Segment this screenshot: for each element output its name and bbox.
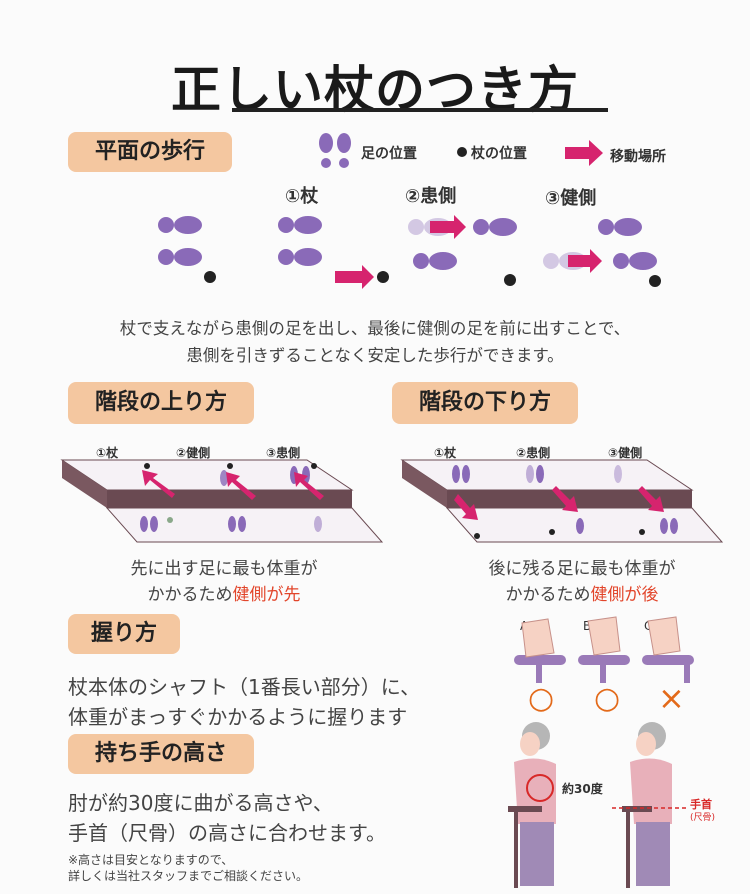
flat-step-2-label: ②患側	[405, 186, 457, 207]
grip-text-line1: 杖本体のシャフト（1番長い部分）に、	[68, 675, 421, 699]
height-text-line1: 肘が約30度に曲がる高さや、	[68, 791, 333, 815]
note-line2: 詳しくは当社スタッフまでご相談ください。	[68, 869, 309, 884]
flat-walk-heading: 平面の歩行	[68, 132, 232, 172]
down-step-2: ②患側	[516, 446, 551, 460]
stairs-up-diagram	[60, 459, 384, 543]
note-line1: ※高さは目安となりますので、	[68, 853, 234, 867]
flat-walk-text: 杖で支えながら患側の足を出し、最後に健側の足を前に出すことで、 患側を引きずるこ…	[0, 315, 750, 369]
legend-foot-icon	[319, 133, 351, 168]
stairs-down-text-line1: 後に残る足に最も体重が	[488, 559, 676, 579]
legend-arrow-icon	[565, 140, 603, 166]
height-figures-illustration	[508, 722, 688, 888]
title-underline	[232, 108, 608, 112]
flat-walk-text-line1: 杖で支えながら患側の足を出し、最後に健側の足を前に出すことで、	[119, 319, 631, 338]
stairs-down-text: 後に残る足に最も体重が かかるため健側が後	[452, 556, 712, 608]
grip-mark-c: ×	[658, 679, 685, 717]
legend-move-label: 移動場所	[610, 149, 666, 165]
down-step-1: ①杖	[434, 446, 457, 460]
wrist-sub-label: (尺骨)	[690, 813, 716, 823]
grip-text-line2: 体重がまっすぐかかるように握ります	[68, 705, 408, 729]
grip-label-b: B	[583, 619, 592, 633]
stairs-up-text-line1: 先に出す足に最も体重が	[130, 559, 318, 579]
stairs-down-diagram	[400, 459, 724, 543]
grip-mark-a: ○	[528, 681, 555, 716]
grip-mark-b: ○	[594, 681, 621, 716]
up-step-2: ②健側	[176, 446, 211, 460]
stairs-down-text-line2: かかるため健側が後	[452, 582, 712, 608]
stairs-up-text-emphasis: 健側が先	[232, 585, 301, 605]
legend-cane-label: 杖の位置	[471, 146, 527, 162]
grip-heading: 握り方	[68, 614, 180, 654]
height-text: 肘が約30度に曲がる高さや、 手首（尺骨）の高さに合わせます。	[68, 788, 386, 848]
grip-label-c: C	[644, 619, 653, 633]
flat-walk-text-line2: 患側を引きずることなく安定した歩行ができます。	[186, 346, 564, 365]
stairs-up-heading: 階段の上り方	[68, 382, 254, 424]
grip-text: 杖本体のシャフト（1番長い部分）に、 体重がまっすぐかかるように握ります	[68, 672, 420, 732]
up-step-3: ③患側	[266, 446, 301, 460]
stairs-up-text-line2: かかるため健側が先	[94, 582, 354, 608]
stairs-down-text-emphasis: 健側が後	[590, 585, 659, 605]
down-step-3: ③健側	[608, 446, 643, 460]
flat-walk-diagram	[158, 215, 661, 289]
stairs-up-text: 先に出す足に最も体重が かかるため健側が先	[94, 556, 354, 608]
stairs-down-text-prefix: かかるため	[505, 585, 591, 605]
stairs-down-heading: 階段の下り方	[392, 382, 578, 424]
wrist-label: 手首	[690, 798, 712, 811]
flat-step-1-label: ①杖	[285, 186, 319, 207]
elbow-angle-label: 約30度	[562, 782, 603, 796]
up-step-1: ①杖	[96, 446, 119, 460]
flat-step-3-label: ③健側	[545, 188, 597, 209]
stairs-up-text-prefix: かかるため	[147, 585, 233, 605]
grip-hands-illustration	[514, 616, 694, 683]
note: ※高さは目安となりますので、 詳しくは当社スタッフまでご相談ください。	[68, 852, 308, 884]
legend-cane-icon	[457, 147, 467, 157]
legend-foot-label: 足の位置	[361, 146, 417, 162]
height-heading: 持ち手の高さ	[68, 734, 254, 774]
height-text-line2: 手首（尺骨）の高さに合わせます。	[68, 821, 386, 845]
